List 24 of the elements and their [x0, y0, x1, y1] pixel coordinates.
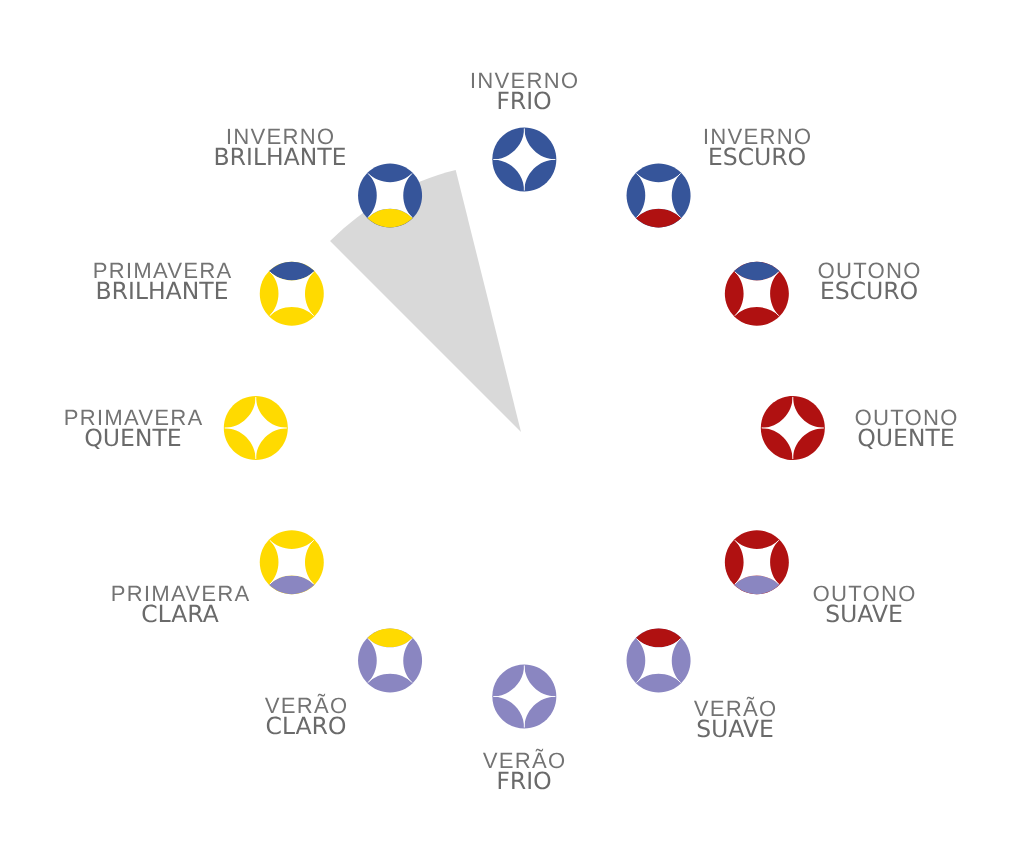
tone-label: QUENTE [858, 428, 954, 449]
tone-label: SUAVE [826, 604, 902, 623]
tone-label: QUENTE [85, 428, 181, 449]
season-label: INVERNO [704, 128, 810, 145]
tone-label: CLARO [266, 716, 346, 735]
tone-label: CLARA [142, 604, 219, 623]
season-label: VERÃO [482, 748, 565, 769]
season-label: PRIMAVERA [65, 409, 203, 425]
tone-label: SUAVE [697, 719, 773, 738]
season-label: OUTONO [813, 585, 915, 602]
season-label: VERÃO [693, 696, 776, 717]
season-label: INVERNO [471, 72, 577, 89]
tone-label: ESCURO [822, 281, 917, 300]
season-label: PRIMAVERA [94, 262, 232, 278]
tone-label: ESCURO [710, 147, 805, 166]
season-label: OUTONO [855, 409, 957, 426]
season-label: PRIMAVERA [112, 585, 250, 601]
tone-label: FRIO [498, 771, 551, 790]
season-label: INVERNO [227, 128, 333, 145]
tone-label: BRILHANTE [215, 147, 345, 165]
season-label: VERÃO [264, 693, 347, 714]
season-label: OUTONO [818, 262, 920, 279]
tone-label: BRILHANTE [97, 281, 227, 299]
tone-label: FRIO [498, 91, 551, 110]
